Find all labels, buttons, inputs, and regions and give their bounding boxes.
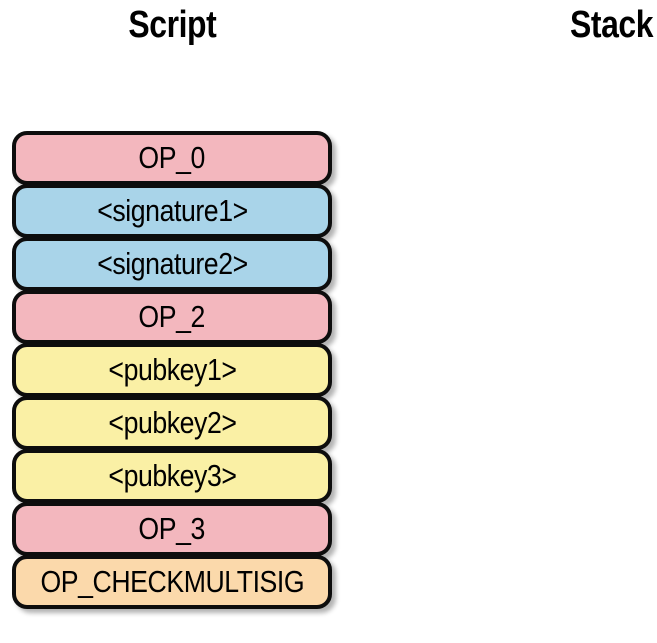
stack-column-title: Stack [570,4,654,46]
script-item-label: OP_3 [138,510,206,546]
script-item-pubkey3: <pubkey3> [12,449,332,503]
script-column: OP_0 <signature1> <signature2> OP_2 <pub… [12,131,332,609]
script-item-label: OP_0 [138,139,206,175]
script-item-pubkey1: <pubkey1> [12,343,332,397]
script-column-title: Script [128,4,216,46]
script-item-label: OP_CHECKMULTISIG [40,563,304,599]
script-item-op-2: OP_2 [12,290,332,344]
script-item-signature2: <signature2> [12,237,332,291]
script-item-op-checkmultisig: OP_CHECKMULTISIG [12,555,332,609]
script-item-label: <pubkey3> [107,457,237,493]
script-item-label: OP_2 [138,298,206,334]
script-item-label: <pubkey1> [107,351,237,387]
script-item-label: <signature1> [96,192,248,228]
stack-column-empty [570,131,650,611]
script-item-label: <pubkey2> [107,404,237,440]
script-item-label: <signature2> [96,245,248,281]
script-column-header: Script [12,2,332,48]
script-item-pubkey2: <pubkey2> [12,396,332,450]
script-item-op-0: OP_0 [12,131,332,185]
script-item-op-3: OP_3 [12,502,332,556]
script-item-signature1: <signature1> [12,184,332,238]
stack-column-header: Stack [570,2,657,48]
